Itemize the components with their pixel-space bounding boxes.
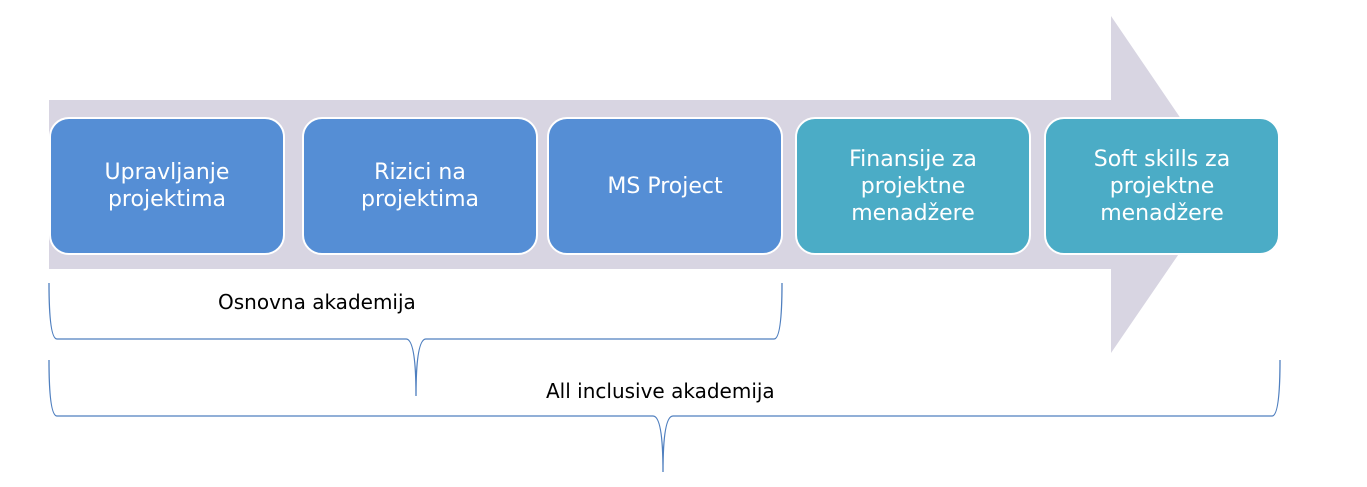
step-label: MS Project [607,173,723,199]
step-finansije: Finansije za projektne menadžere [795,117,1031,255]
step-ms-project: MS Project [547,117,783,255]
step-soft-skills: Soft skills za projektne menadžere [1044,117,1280,255]
group-label-basic: Osnovna akademija [218,290,416,314]
step-rizici-na-projektima: Rizici na projektima [302,117,538,255]
brace-basic [48,282,783,397]
step-label: Soft skills za projektne menadžere [1093,146,1231,226]
group-label-all-inclusive: All inclusive akademija [546,379,775,403]
brace-all-inclusive [48,359,1281,473]
step-label: Finansije za projektne menadžere [849,146,977,226]
step-label: Upravljanje projektima [104,160,230,212]
step-label: Rizici na projektima [360,160,480,212]
step-upravljanje-projektima: Upravljanje projektima [49,117,285,255]
